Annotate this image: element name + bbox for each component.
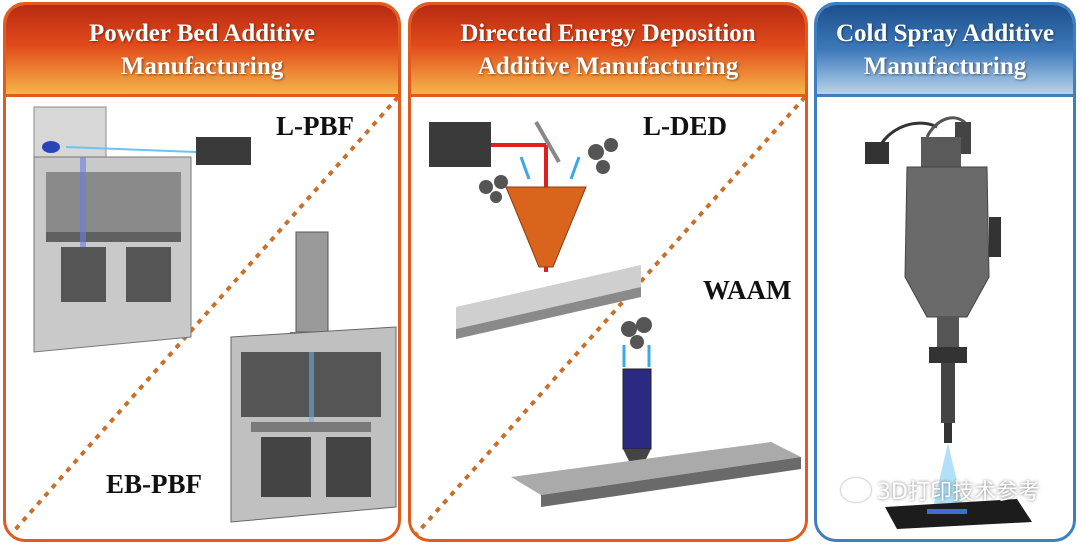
- panel-header: Directed Energy Deposition Additive Manu…: [411, 5, 805, 97]
- label-ebpbf: EB-PBF: [106, 469, 203, 499]
- label-lded: L-DED: [643, 111, 728, 141]
- powder-bed-illustration: [6, 97, 398, 539]
- label-waam: WAAM: [703, 275, 792, 305]
- panel-header: Cold Spray Additive Manufacturing: [817, 5, 1073, 97]
- panel-title-line1: Directed Energy Deposition: [460, 19, 756, 47]
- panel-title-line1: Cold Spray Additive: [835, 19, 1055, 47]
- label-lpbf: L-PBF: [276, 111, 354, 141]
- panel-title-line2: Manufacturing: [863, 52, 1027, 80]
- panel-title-line2: Manufacturing: [120, 52, 284, 80]
- panel-powder-bed: Powder Bed Additive Manufacturing: [3, 2, 401, 542]
- cold-spray-illustration: [865, 116, 1032, 529]
- lpbf-machine: [33, 106, 251, 353]
- watermark: 3D打印技术参考: [841, 474, 1040, 506]
- panel-title-line2: Additive Manufacturing: [477, 52, 739, 80]
- panel-title-line1: Powder Bed Additive: [89, 19, 315, 47]
- lded-setup: [429, 121, 641, 339]
- wechat-icon: [841, 478, 872, 502]
- panel-header: Powder Bed Additive Manufacturing: [6, 5, 398, 97]
- watermark-text: 3D打印技术参考: [877, 480, 1040, 505]
- cold-spray-gun: [865, 116, 1032, 529]
- panel-cold-spray: Cold Spray Additive Manufacturing: [814, 2, 1076, 542]
- ebpbf-machine: [230, 231, 397, 523]
- waam-setup: [511, 317, 801, 507]
- ded-illustration: [411, 97, 805, 539]
- panel-directed-energy-deposition: Directed Energy Deposition Additive Manu…: [408, 2, 808, 542]
